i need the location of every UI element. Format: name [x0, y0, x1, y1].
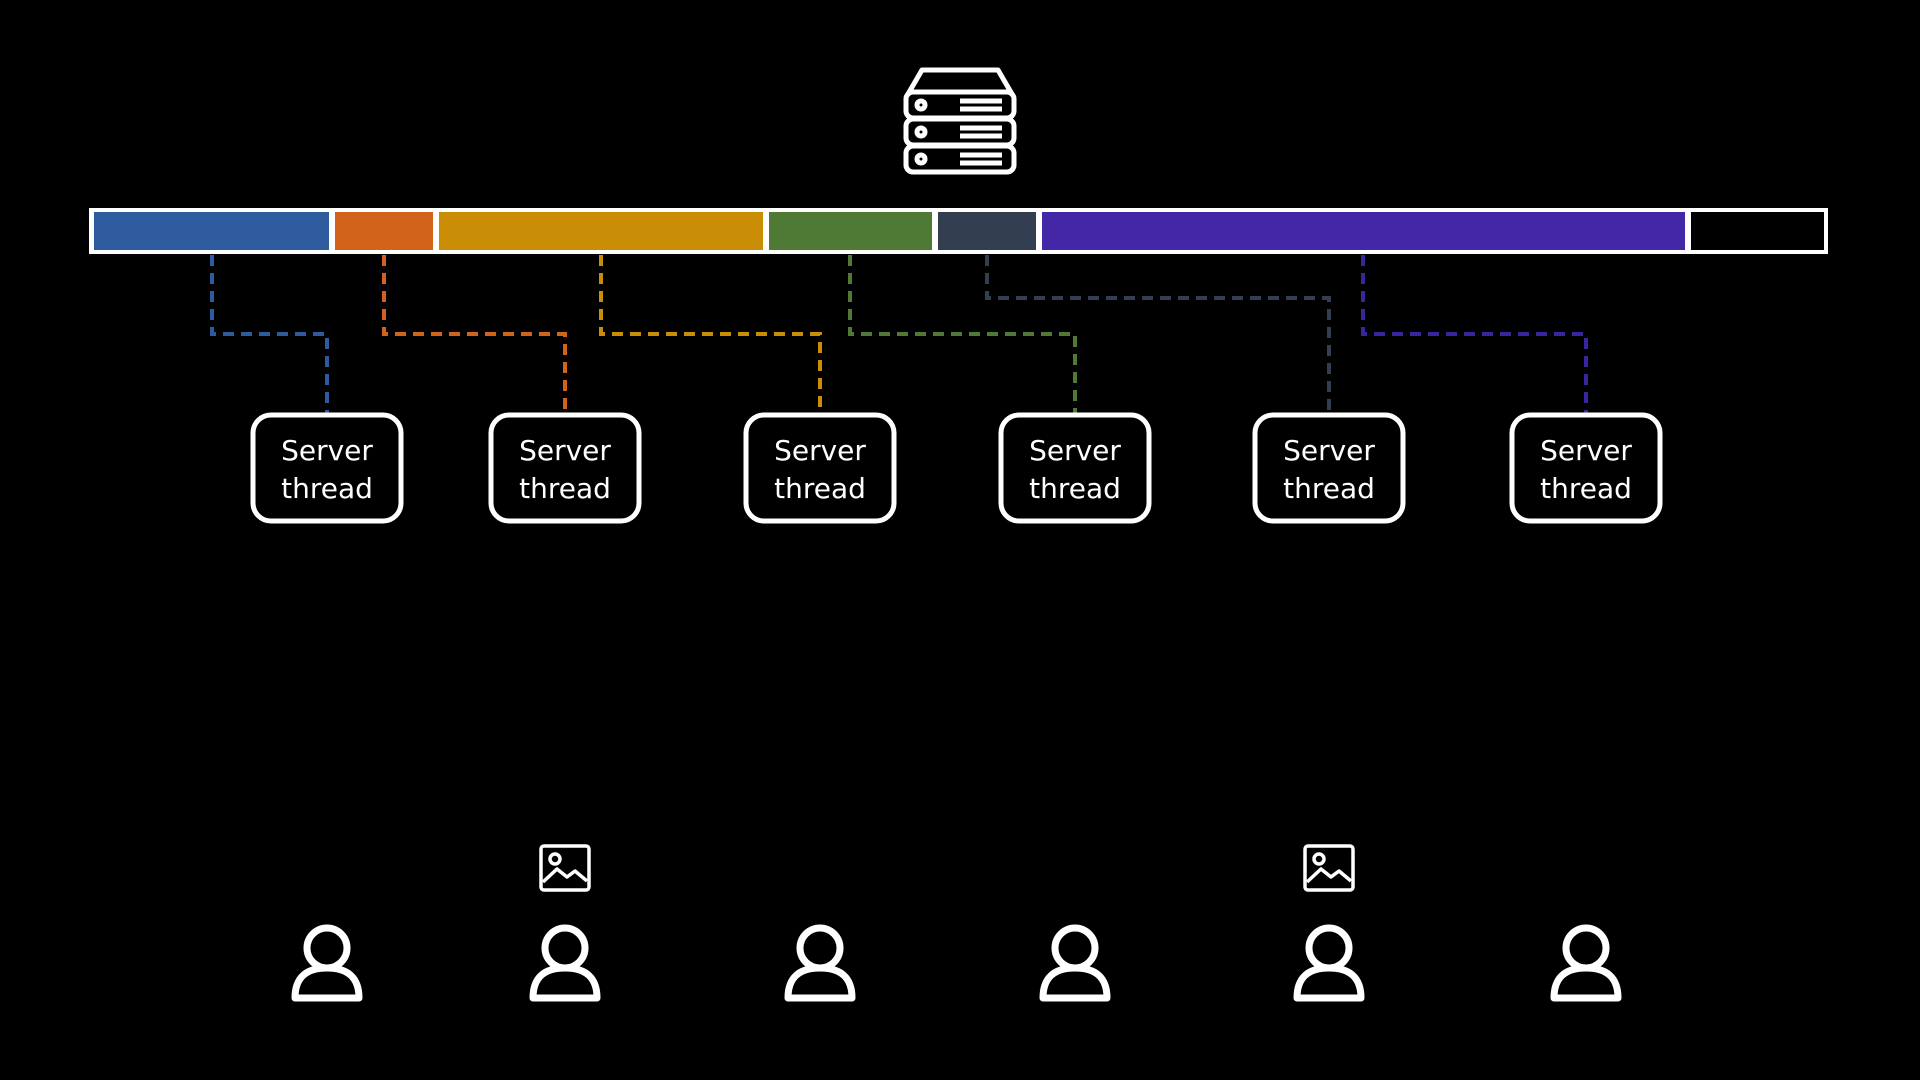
thread-box	[250, 412, 404, 524]
user-icon	[1039, 924, 1111, 1002]
memory-segment-blue	[94, 212, 329, 250]
connector-thread-4	[848, 255, 1077, 414]
user-icon	[529, 924, 601, 1002]
memory-segment-purple	[1042, 212, 1685, 250]
thread-label-line1: Server	[1540, 434, 1632, 467]
connector-thread-6	[1361, 255, 1588, 414]
thread-box	[998, 412, 1152, 524]
server-icon	[903, 67, 1017, 175]
connector-thread-5	[985, 255, 1331, 414]
user-icon	[291, 924, 363, 1002]
memory-segment-orange	[335, 212, 433, 250]
thread-label-line2: thread	[1540, 472, 1632, 505]
server-thread-1: Server thread	[250, 412, 404, 524]
image-icon	[539, 844, 591, 892]
memory-segment-free	[1691, 212, 1824, 250]
thread-label-line1: Server	[519, 434, 611, 467]
thread-label-line2: thread	[774, 472, 866, 505]
image-icon	[1303, 844, 1355, 892]
user-icon	[1293, 924, 1365, 1002]
user-icon	[1550, 924, 1622, 1002]
thread-label-line1: Server	[1283, 434, 1375, 467]
thread-label-line2: thread	[519, 472, 611, 505]
server-thread-3: Server thread	[743, 412, 897, 524]
thread-label-line2: thread	[281, 472, 373, 505]
memory-bar	[89, 208, 1828, 254]
server-thread-5: Server thread	[1252, 412, 1406, 524]
server-thread-4: Server thread	[998, 412, 1152, 524]
connectors	[210, 255, 1588, 414]
connector-thread-3	[599, 255, 822, 414]
thread-box	[1509, 412, 1663, 524]
memory-segment-green	[769, 212, 932, 250]
thread-label-line1: Server	[281, 434, 373, 467]
thread-box	[1252, 412, 1406, 524]
thread-label-line1: Server	[1029, 434, 1121, 467]
user-icon	[784, 924, 856, 1002]
server-thread-2: Server thread	[488, 412, 642, 524]
thread-label-line1: Server	[774, 434, 866, 467]
connector-thread-2	[382, 255, 567, 414]
thread-label-line2: thread	[1029, 472, 1121, 505]
memory-segment-amber	[439, 212, 763, 250]
thread-label-line2: thread	[1283, 472, 1375, 505]
thread-box	[488, 412, 642, 524]
memory-segment-slate	[938, 212, 1036, 250]
server-thread-6: Server thread	[1509, 412, 1663, 524]
thread-box	[743, 412, 897, 524]
connector-thread-1	[210, 255, 329, 414]
